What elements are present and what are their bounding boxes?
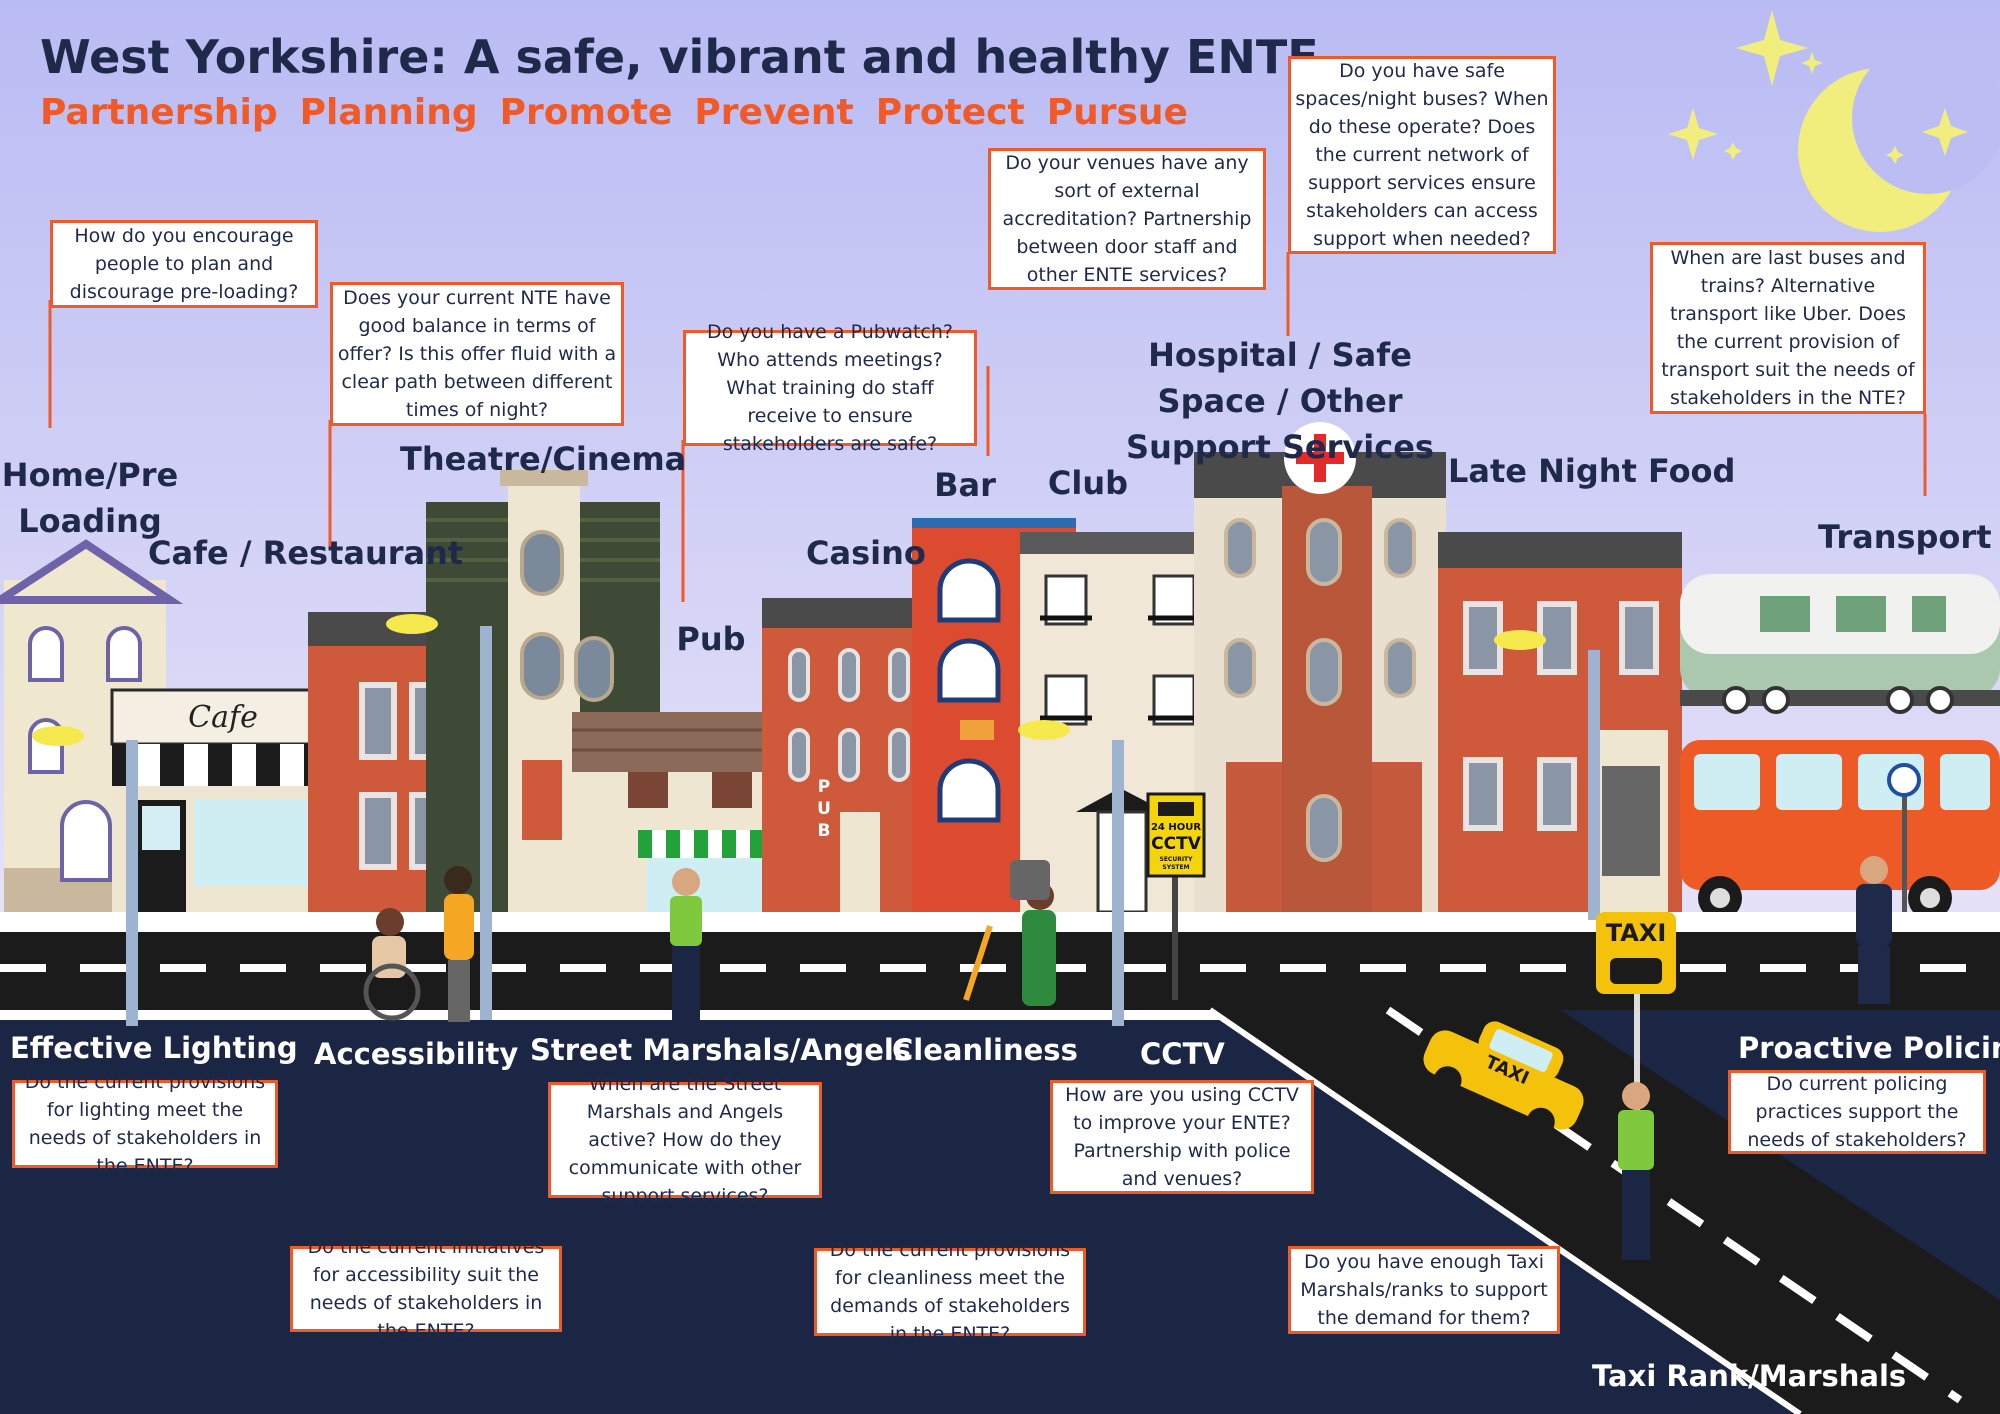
taxi-car (1423, 1021, 1584, 1136)
police-officer-icon (1856, 856, 1892, 1004)
pillar-protect: Protect (875, 92, 1025, 133)
question-lighting: Do the current provisions for lighting m… (12, 1071, 278, 1177)
street-marshal-icon (670, 868, 702, 1028)
pillars-row: Partnership Planning Promote Prevent Protect… (40, 92, 1210, 133)
cleaner-icon (963, 860, 1056, 1006)
label-effective-lighting: Effective Lighting (10, 1031, 298, 1065)
lamp-light-icon (32, 614, 1546, 746)
question-cctv: How are you using CCTV to improve your E… (1050, 1080, 1314, 1194)
question-policing: Do current policing practices support th… (1728, 1070, 1986, 1154)
cctv-sign-text: CCTV (1151, 834, 1201, 854)
question-cleanliness: Do the current provisions for cleanlines… (814, 1239, 1086, 1345)
pillar-prevent: Prevent (694, 92, 854, 133)
label-accessibility: Accessibility (314, 1037, 519, 1071)
label-transport: Transport (1818, 518, 1992, 556)
bus-stop-icon (1887, 763, 1921, 912)
cafe-sign-text: Cafe (188, 700, 258, 735)
question-home: How do you encourage people to plan and … (50, 220, 318, 308)
pillar-promote: Promote (499, 92, 673, 133)
connector-lines (48, 252, 1927, 602)
label-club: Club (1047, 464, 1129, 502)
bus (1680, 740, 2000, 920)
question-transport: When are last buses and trains? Alternat… (1650, 242, 1926, 414)
taxi-marshal-icon (1618, 1082, 1654, 1260)
street-lamp-icon (126, 626, 1600, 1026)
label-casino: Casino (806, 534, 926, 572)
page-title: West Yorkshire: A safe, vibrant and heal… (40, 30, 1319, 84)
taxi-sign-text: TAXI (1605, 919, 1667, 947)
wheelchair-user-icon (363, 908, 421, 1021)
cafe-building (110, 688, 334, 912)
question-marshals: When are the Street Marshals and Angels … (548, 1073, 822, 1207)
pub-sign-text: PUB (817, 777, 831, 841)
stars-icon (1668, 10, 1968, 164)
question-accessibility: Do the current initiatives for accessibi… (290, 1236, 562, 1342)
label-street-marshals: Street Marshals/Angels (530, 1033, 912, 1067)
label-pub: Pub (676, 620, 746, 658)
pillar-pursue: Pursue (1046, 92, 1188, 133)
label-hospital-safe-space: Hospital / Safe Space / Other Support Se… (1126, 336, 1434, 466)
question-pub: Do you have a Pubwatch? Who attends meet… (683, 321, 977, 455)
late-night-food-building (1438, 532, 1682, 912)
label-theatre-cinema: Theatre/Cinema (400, 440, 687, 478)
cctv-sign (1146, 792, 1206, 1000)
label-proactive-policing: Proactive Policing (1738, 1031, 2000, 1065)
cafe-awning (112, 744, 332, 786)
cctv-sub-text: SECURITY SYSTEM (1159, 856, 1193, 871)
pedestrian-icon (444, 866, 474, 1022)
question-bar: Do your venues have any sort of external… (988, 148, 1266, 290)
question-cafe: Does your current NTE have good balance … (330, 282, 624, 426)
question-taxi: Do you have enough Taxi Marshals/ranks t… (1288, 1246, 1560, 1334)
label-late-night-food: Late Night Food (1448, 452, 1736, 490)
label-cleanliness: Cleanliness (892, 1033, 1078, 1067)
train (1680, 574, 2000, 714)
label-bar: Bar (934, 466, 996, 504)
pillar-planning: Planning (299, 92, 478, 133)
hospital-building (1194, 422, 1446, 912)
street (0, 912, 2000, 1414)
label-taxi-rank: Taxi Rank/Marshals (1592, 1359, 1907, 1393)
cctv-hours-text: 24 HOUR (1150, 822, 1202, 833)
label-cctv: CCTV (1140, 1037, 1225, 1071)
pillar-partnership: Partnership (40, 92, 278, 133)
question-hospital: Do you have safe spaces/night buses? Whe… (1288, 56, 1556, 254)
label-cafe-restaurant: Cafe / Restaurant (148, 534, 464, 572)
medical-cross-icon (1284, 422, 1356, 494)
casino-building (762, 598, 934, 912)
label-home-pre-loading: Home/Pre Loading (1, 456, 179, 540)
